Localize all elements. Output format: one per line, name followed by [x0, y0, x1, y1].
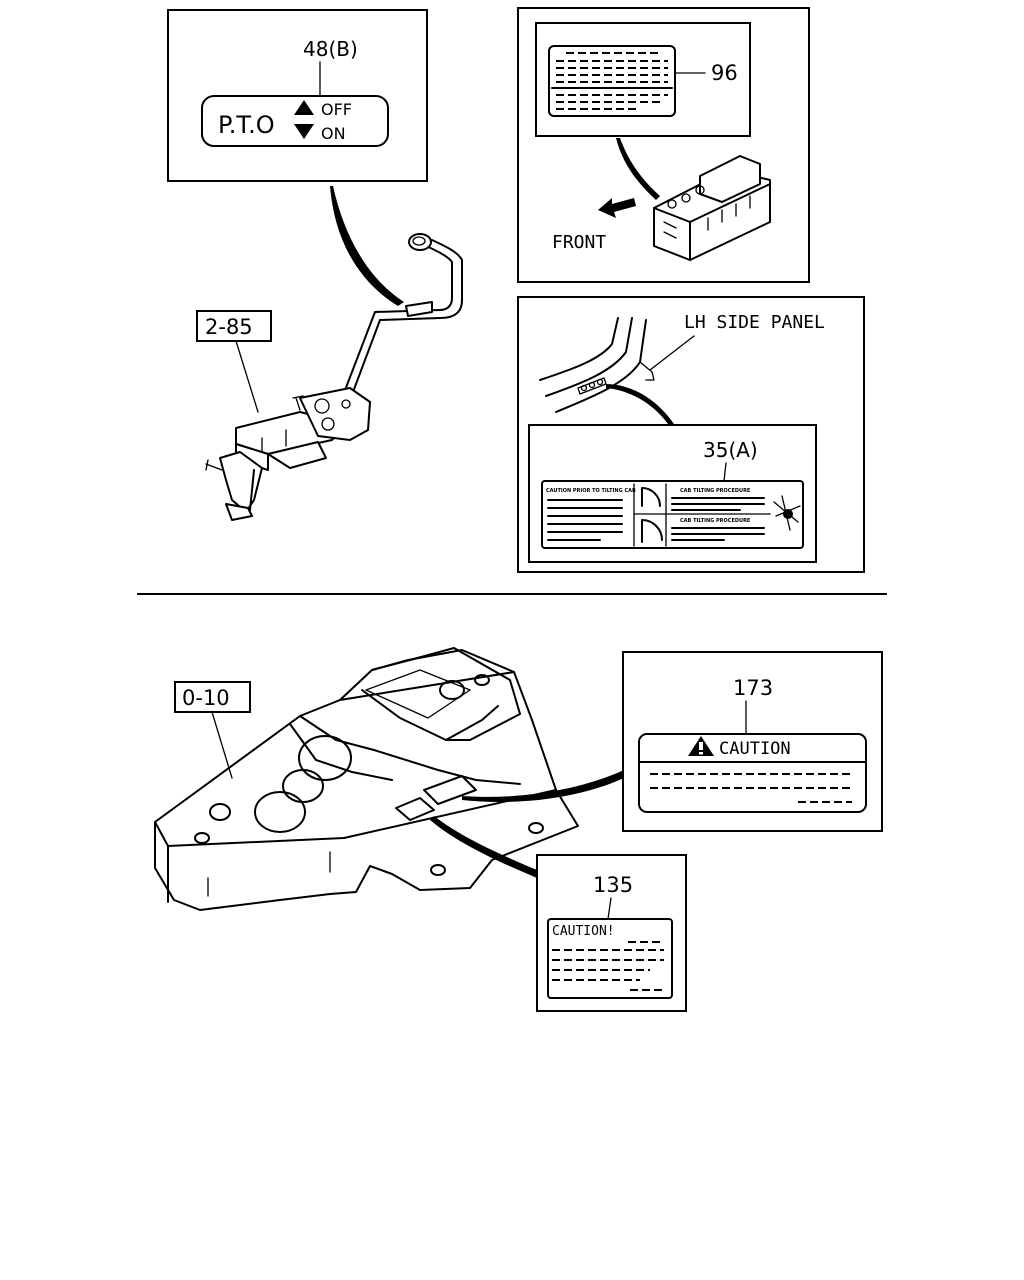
arrow-down-icon — [294, 124, 314, 139]
caution-leader — [462, 770, 624, 802]
pto-label-ref: 48(B) — [303, 37, 358, 61]
lever-ref: 2-85 — [196, 310, 272, 413]
pto-lever-assembly — [205, 233, 463, 521]
pto-on-text: ON — [321, 124, 346, 143]
tilt-caution-title: CAUTION PRIOR TO TILTING CAB — [546, 488, 636, 494]
pto-leader — [330, 186, 404, 306]
side-panel-label-panel: LH SIDE PANEL 35(A) CAUTION PRIOR TO TIL… — [517, 296, 865, 573]
arrow-up-icon — [294, 100, 314, 115]
tilt-label-ref: 35(A) — [703, 438, 758, 462]
caution2-text: CAUTION! — [552, 924, 615, 939]
caution2-label-ref: 135 — [593, 873, 633, 897]
relay-label-ref: 96 — [711, 61, 738, 85]
front-arrow-icon — [598, 198, 636, 218]
caution-text: CAUTION — [719, 739, 791, 759]
caution-label-ref: 173 — [733, 676, 773, 700]
front-text: FRONT — [552, 232, 606, 253]
side-panel-text: LH SIDE PANEL — [684, 312, 825, 333]
caution-label-panel: 173 CAUTION — [622, 651, 883, 832]
tilt-procedure-1: CAB TILTING PROCEDURE — [680, 488, 751, 494]
floor-ref-text: 0-10 — [182, 686, 230, 710]
tilt-procedure-2: CAB TILTING PROCEDURE — [680, 518, 751, 524]
lever-ref-text: 2-85 — [205, 315, 253, 339]
pto-off-text: OFF — [321, 100, 352, 119]
relay-label-panel: 96 FRONT — [517, 7, 810, 283]
pto-label-panel: 48(B) P.T.O OFF ON — [167, 9, 428, 182]
floor-ref: 0-10 — [174, 681, 251, 779]
pto-text: P.T.O — [218, 111, 275, 139]
caution2-leader — [430, 816, 537, 878]
caution2-label-panel: 135 CAUTION! — [536, 854, 687, 1012]
